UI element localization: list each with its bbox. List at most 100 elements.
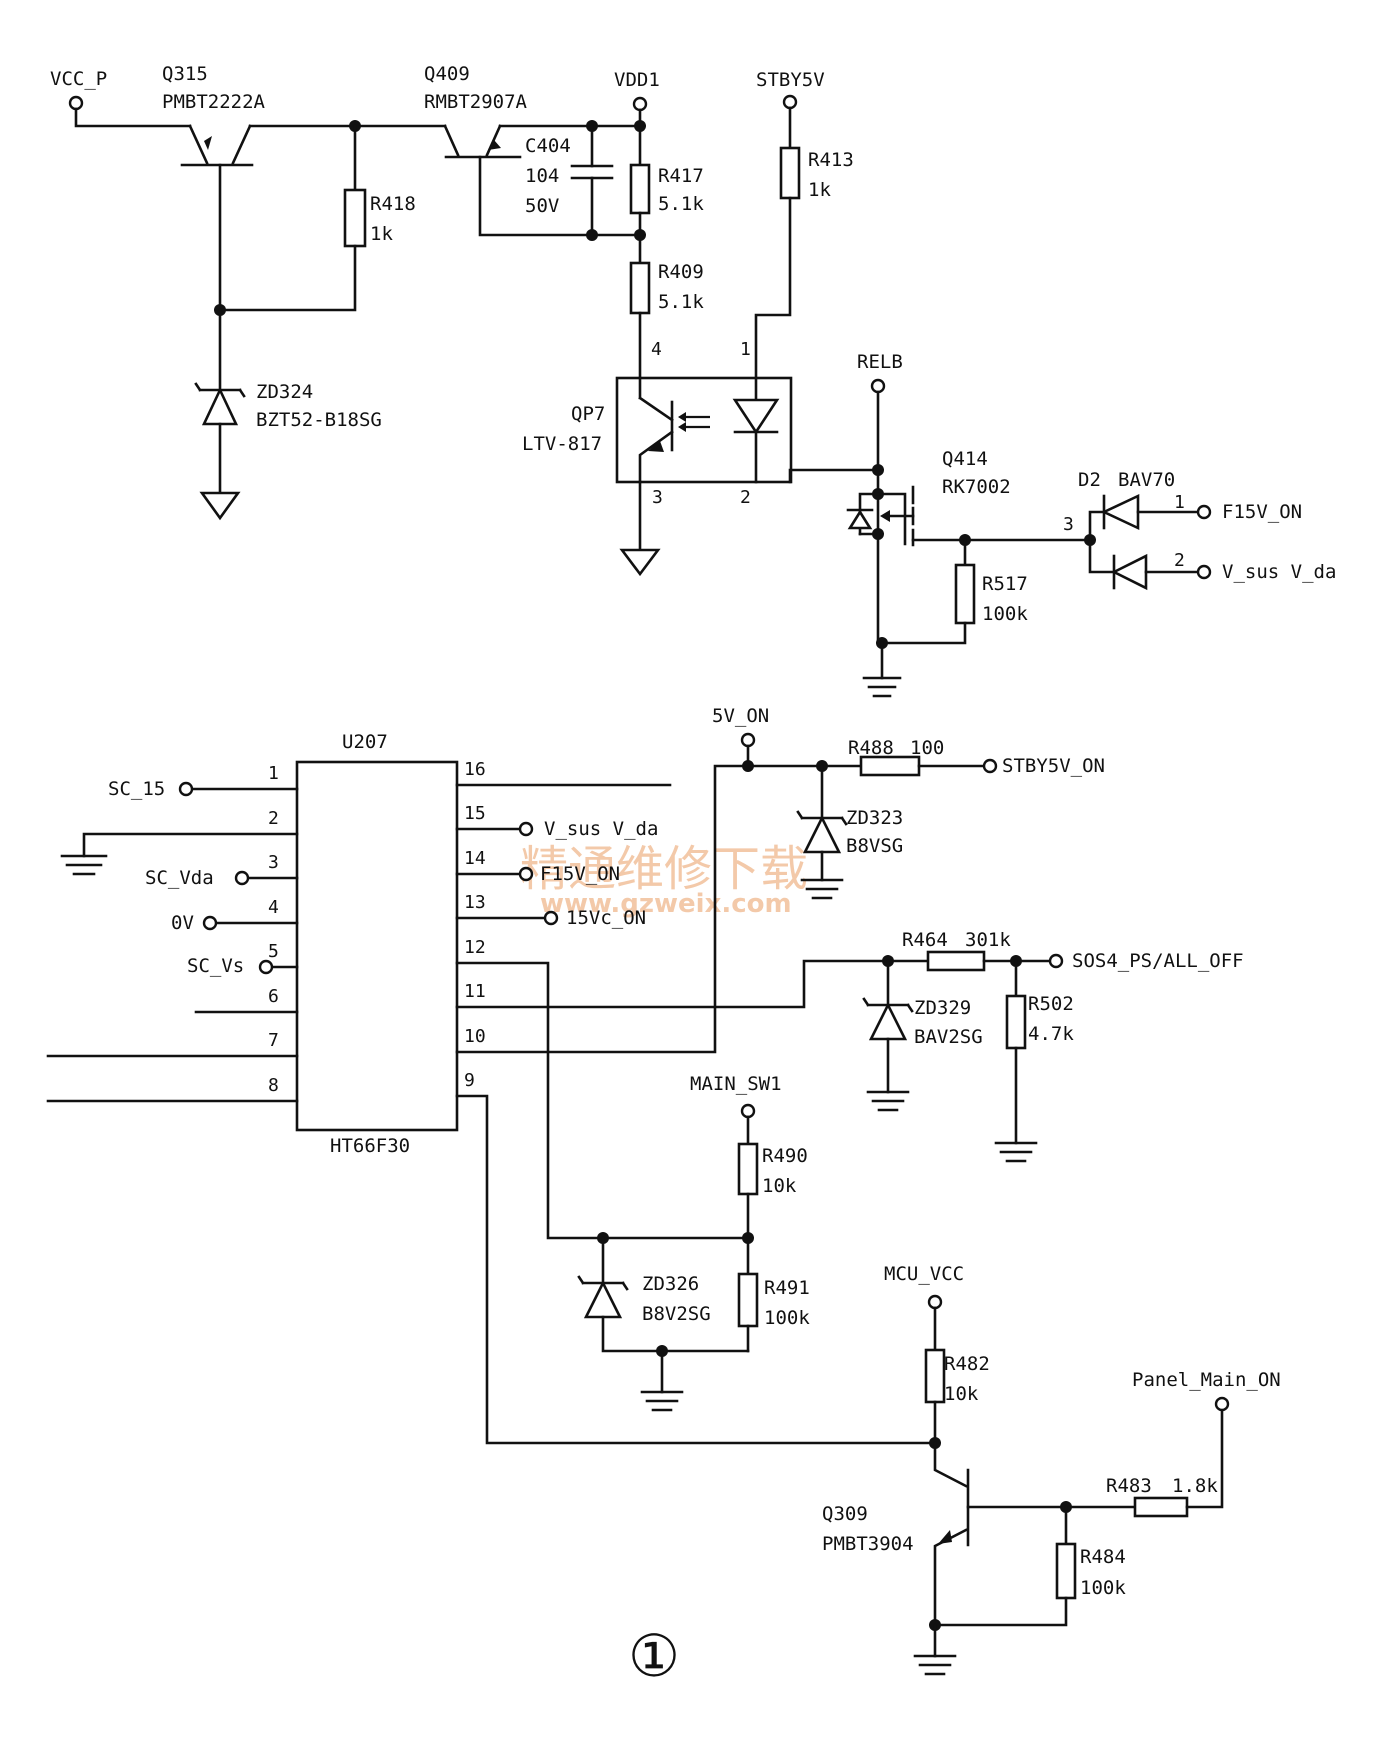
r417-value: 5.1k xyxy=(658,193,704,215)
r482-value: 10k xyxy=(944,1383,979,1405)
r464-resistor xyxy=(926,950,986,972)
d2-pin-3: 3 xyxy=(1063,514,1074,535)
u207-pin-2: 2 xyxy=(268,808,279,829)
r491-value: 100k xyxy=(764,1307,810,1329)
qp7-pin-2: 2 xyxy=(740,487,751,508)
wire xyxy=(82,832,299,858)
r517-resistor xyxy=(954,563,976,625)
u207-pin-4: 4 xyxy=(268,897,279,918)
wire xyxy=(933,1596,1068,1627)
sc-vda-label: SC_Vda xyxy=(145,867,214,889)
r491-ref: R491 xyxy=(764,1277,810,1299)
zero-v-label: 0V xyxy=(171,912,194,934)
mcu-vcc-terminal xyxy=(927,1294,943,1310)
r484-resistor xyxy=(1055,1542,1077,1600)
zero-v-terminal xyxy=(202,915,218,931)
qp7-optocoupler xyxy=(615,376,793,484)
figure-label: ① xyxy=(628,1622,680,1690)
wire xyxy=(1185,1408,1224,1509)
r483-ref: R483 xyxy=(1106,1475,1152,1497)
u207-ref: U207 xyxy=(342,731,388,753)
r418-value: 1k xyxy=(370,223,393,245)
watermark-url: www.gzweix.com xyxy=(540,889,792,919)
sc-15-label: SC_15 xyxy=(108,778,165,800)
ground-symbol xyxy=(913,1654,957,1676)
v15c-on-label: 15Vc_ON xyxy=(566,907,646,929)
q309-transistor xyxy=(933,1441,970,1627)
stby5v-terminal xyxy=(782,94,798,110)
r418-ref: R418 xyxy=(370,193,416,215)
panel-main-on-label: Panel_Main_ON xyxy=(1132,1369,1281,1391)
vdd1-terminal xyxy=(632,96,648,112)
sc-vda-terminal xyxy=(234,870,250,886)
r502-value: 4.7k xyxy=(1028,1023,1074,1045)
u207-value: HT66F30 xyxy=(330,1135,410,1157)
c404-voltage: 50V xyxy=(525,195,559,217)
q315-transistor xyxy=(180,124,254,167)
r490-resistor xyxy=(737,1142,759,1196)
d2-value: BAV70 xyxy=(1118,469,1175,491)
q409-ref: Q409 xyxy=(424,63,470,85)
f15v-on-label: F15V_ON xyxy=(1222,501,1302,523)
wire xyxy=(455,961,750,1240)
v15c-on-terminal xyxy=(543,910,559,926)
q409-transistor xyxy=(443,124,522,159)
ground-symbol xyxy=(199,491,241,521)
panel-main-on-terminal xyxy=(1214,1396,1230,1412)
r409-ref: R409 xyxy=(658,261,704,283)
f15v-on-terminal xyxy=(1196,504,1212,520)
q409-value: RMBT2907A xyxy=(424,91,528,113)
q414-ref: Q414 xyxy=(942,448,988,470)
ground-symbol xyxy=(862,676,902,698)
sc-15-terminal xyxy=(178,781,194,797)
opto-light-arrows xyxy=(686,415,710,429)
stby5v-on-terminal xyxy=(982,758,998,774)
relb-label: RELB xyxy=(857,351,903,373)
u207-pin-3: 3 xyxy=(268,852,279,873)
u207-pin-6: 6 xyxy=(268,986,279,1007)
qp7-pin-4: 4 xyxy=(651,339,662,360)
ground-symbol xyxy=(60,854,108,876)
r413-ref: R413 xyxy=(808,149,854,171)
wire xyxy=(601,1315,750,1353)
r490-ref: R490 xyxy=(762,1145,808,1167)
wire xyxy=(638,430,674,484)
u207-pin-13: 13 xyxy=(464,892,486,913)
r483-value: 1.8k xyxy=(1172,1475,1218,1497)
zd323-ref: ZD323 xyxy=(846,807,903,829)
r418-resistor xyxy=(343,188,367,248)
u207-pin-12: 12 xyxy=(464,937,486,958)
ground-symbol xyxy=(994,1141,1038,1163)
u207-pin-10: 10 xyxy=(464,1026,486,1047)
c404-value: 104 xyxy=(525,165,559,187)
u207-ic xyxy=(295,760,459,1132)
stby5v-on-label: STBY5V_ON xyxy=(1002,755,1105,777)
zd329-ref: ZD329 xyxy=(914,997,971,1019)
u207-pin-14: 14 xyxy=(464,848,486,869)
r483-resistor xyxy=(1133,1496,1189,1518)
qp7-pin-3: 3 xyxy=(652,487,663,508)
relb-terminal xyxy=(870,378,886,394)
r517-value: 100k xyxy=(982,603,1028,625)
stby5v-label: STBY5V xyxy=(756,69,825,91)
u207-pin-11: 11 xyxy=(464,981,486,1002)
u207-pin-7: 7 xyxy=(268,1030,279,1051)
main-sw1-label: MAIN_SW1 xyxy=(690,1073,782,1095)
wire xyxy=(455,959,890,1009)
r417-resistor xyxy=(629,163,651,215)
sos4-terminal xyxy=(1048,953,1064,969)
r417-ref: R417 xyxy=(658,165,704,187)
wire xyxy=(788,468,880,484)
wire xyxy=(638,376,674,422)
r484-value: 100k xyxy=(1080,1577,1126,1599)
wire xyxy=(455,1094,937,1445)
wire xyxy=(746,744,863,768)
u207-pin-8: 8 xyxy=(268,1075,279,1096)
qp7-pin-1: 1 xyxy=(740,339,751,360)
qp7-value: LTV-817 xyxy=(522,433,602,455)
r517-ref: R517 xyxy=(982,573,1028,595)
wire xyxy=(876,532,884,645)
d2-pin-1: 1 xyxy=(1174,492,1185,513)
r502-resistor xyxy=(1005,994,1027,1050)
q309-value: PMBT3904 xyxy=(822,1533,914,1555)
